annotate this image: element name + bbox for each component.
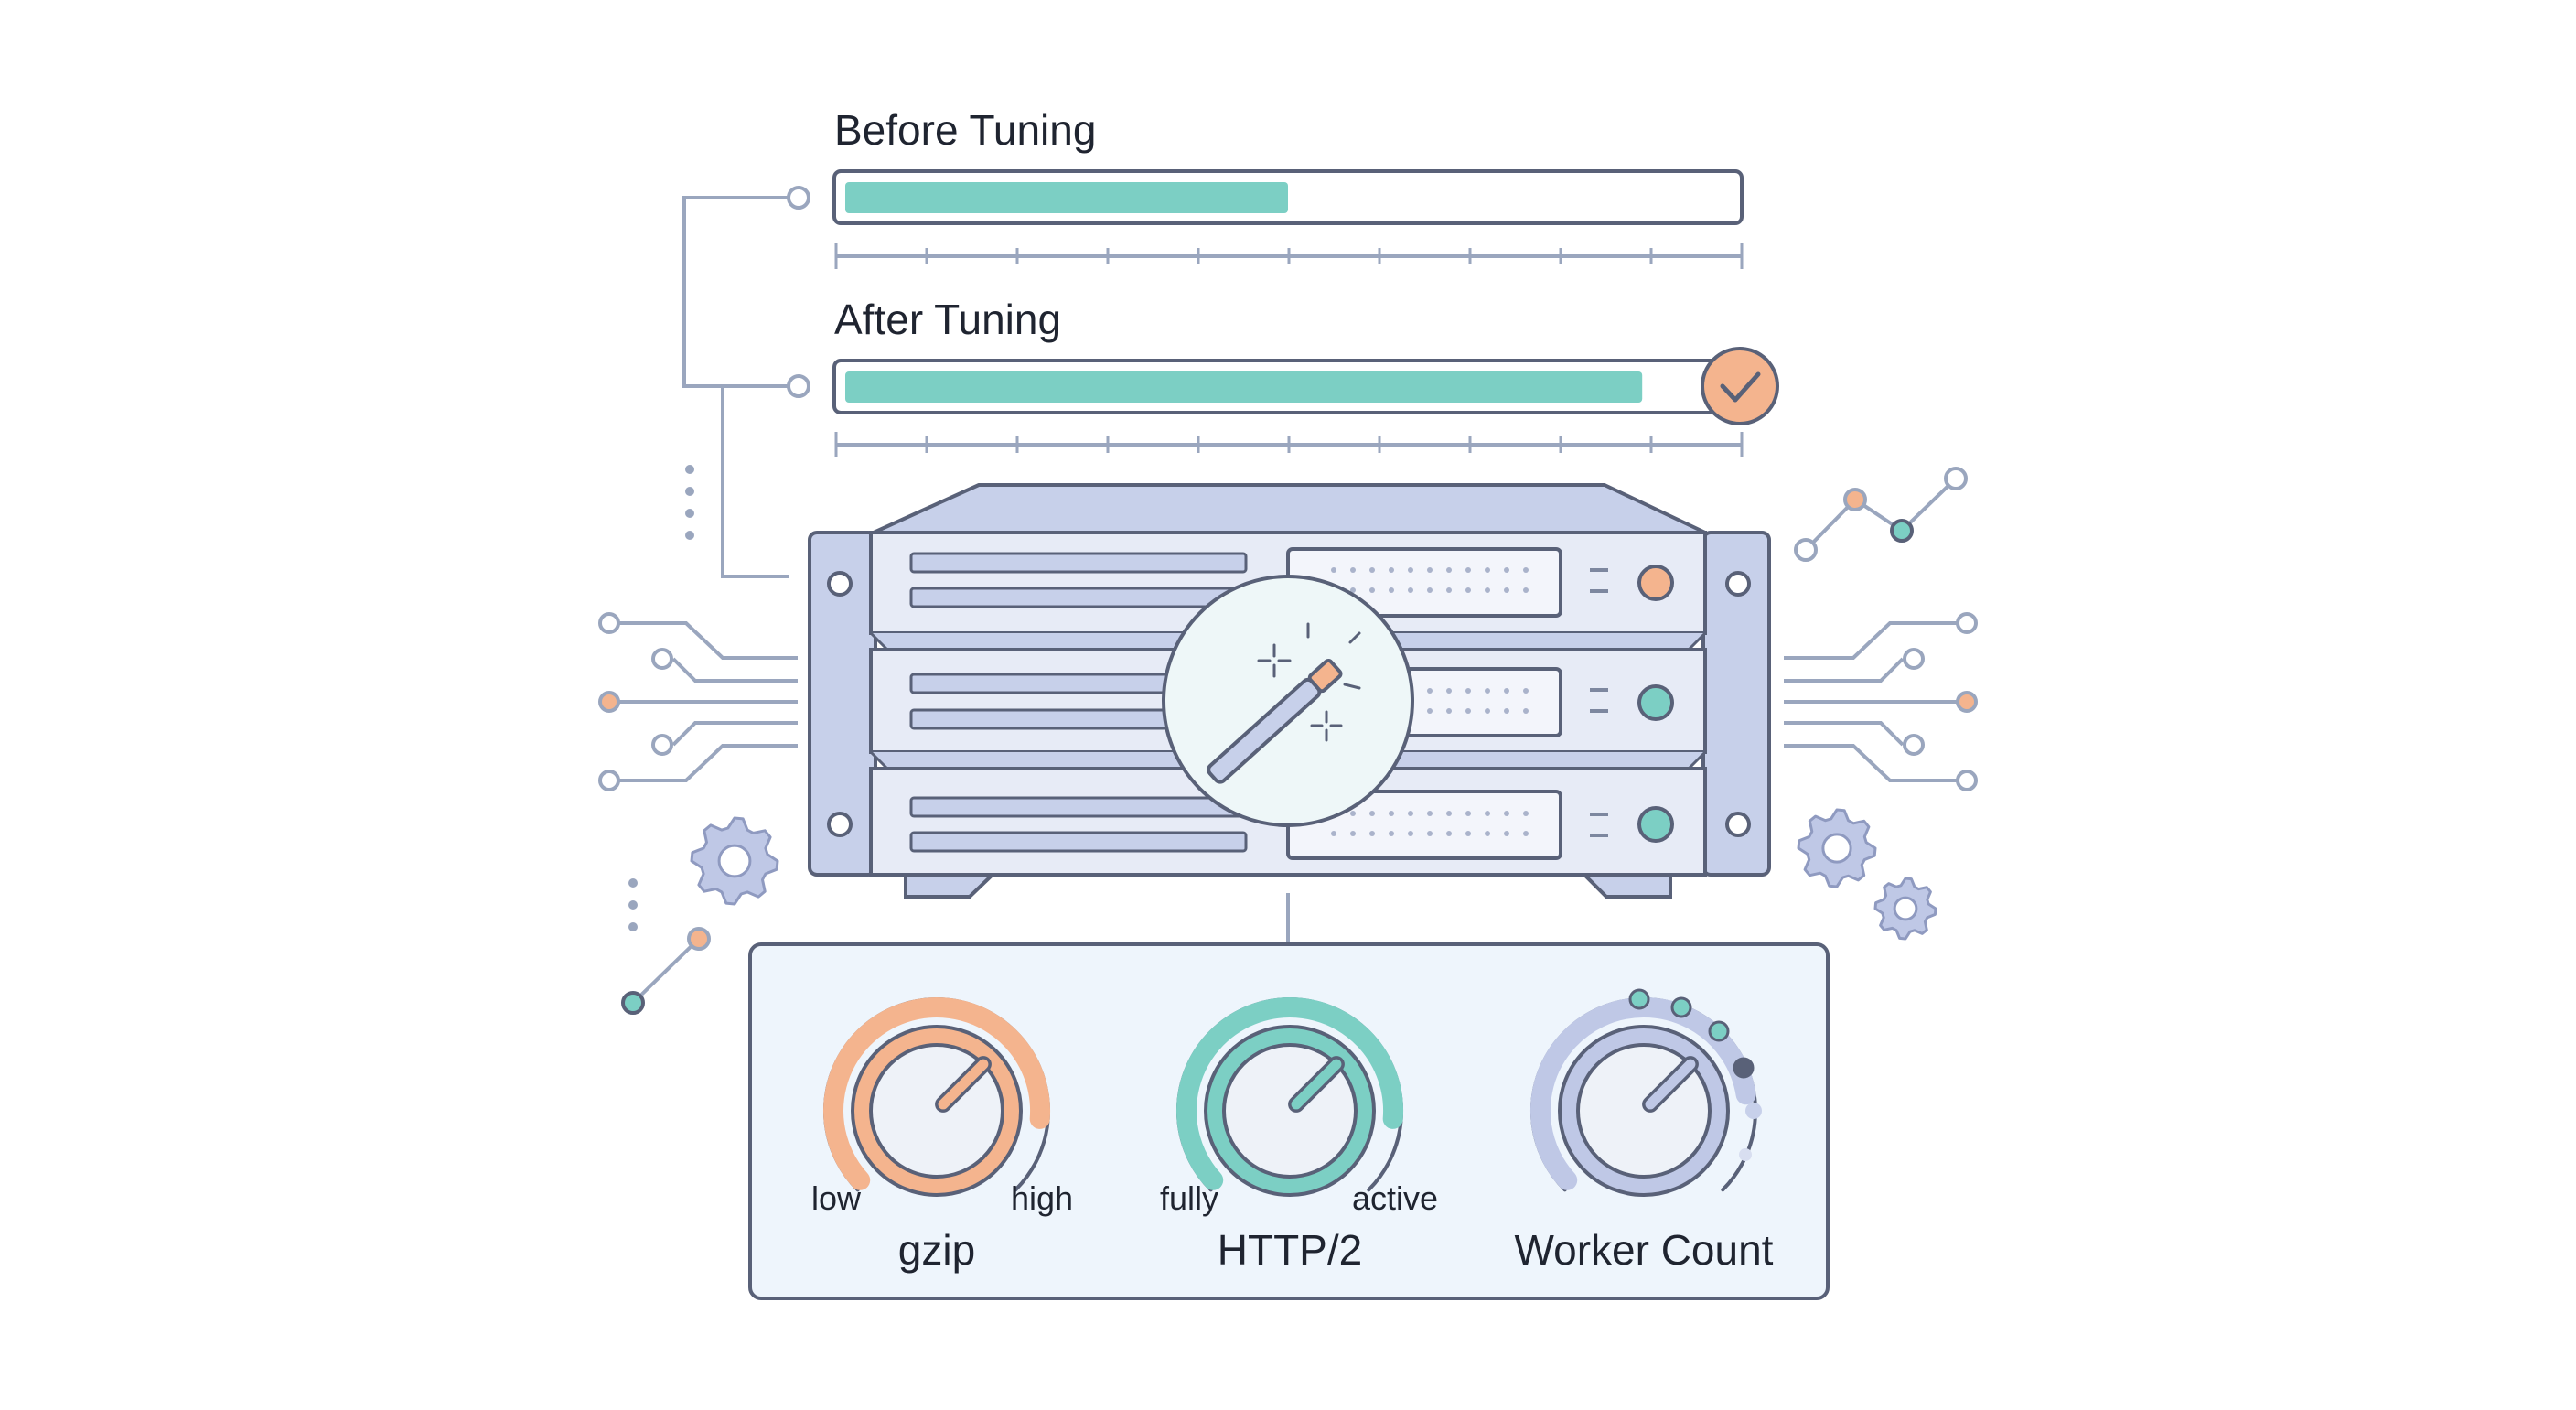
knob-3[interactable]: Worker Count [1515, 997, 1774, 1274]
status-led-teal [1637, 684, 1674, 721]
circuit-traces-left [598, 612, 798, 791]
knob-level-arc [1176, 997, 1404, 1190]
server-foot-left [904, 873, 997, 899]
gear-icon [1797, 808, 1877, 888]
dots-decoration-left [685, 465, 694, 540]
knob-level-arc [823, 997, 1051, 1190]
server-rack [808, 483, 1771, 899]
check-icon [1701, 347, 1779, 425]
drive-slot [909, 796, 1248, 818]
knob-level-arc [1530, 997, 1756, 1190]
knob-min-label: fully [1160, 1179, 1218, 1217]
status-led-teal [1637, 806, 1674, 843]
gear-icon [690, 816, 779, 906]
before-bar-fill [845, 182, 1288, 213]
bar-connector-wires [682, 186, 810, 578]
knob-min-label: low [811, 1179, 862, 1217]
rack-screw [1725, 812, 1751, 837]
link-line-icon [621, 927, 711, 1015]
rack-screw [1725, 571, 1751, 597]
drive-slot [909, 552, 1248, 574]
drive-slot [909, 831, 1248, 853]
rack-screw [827, 571, 853, 597]
server-foot-right [1580, 873, 1672, 899]
dots-decoration-bottom-left [628, 878, 638, 931]
rack-screw [827, 812, 853, 837]
worker-count-level-dots [1628, 988, 1762, 1161]
vent-dots [1331, 811, 1529, 836]
knob-max-label: active [1352, 1179, 1438, 1217]
before-bar-scale [834, 243, 1744, 269]
knob-max-label: high [1011, 1179, 1073, 1217]
after-bar-scale [834, 432, 1744, 457]
status-led-orange [1637, 565, 1674, 601]
after-bar-fill [845, 371, 1643, 403]
knob-name-label: gzip [898, 1226, 975, 1274]
after-tuning-label: After Tuning [834, 296, 1061, 343]
magic-wand-icon [1162, 575, 1414, 827]
gear-icon [1873, 877, 1937, 941]
before-tuning-group: Before Tuning [832, 106, 1744, 269]
drive-slot [909, 587, 1248, 608]
knob-name-label: HTTP/2 [1218, 1226, 1362, 1274]
before-tuning-label: Before Tuning [834, 106, 1096, 154]
server-lid [872, 483, 1707, 534]
after-tuning-group: After Tuning [832, 296, 1779, 457]
trend-line-icon [1794, 467, 1968, 562]
knob-name-label: Worker Count [1515, 1226, 1774, 1274]
circuit-traces-right [1784, 612, 1978, 791]
